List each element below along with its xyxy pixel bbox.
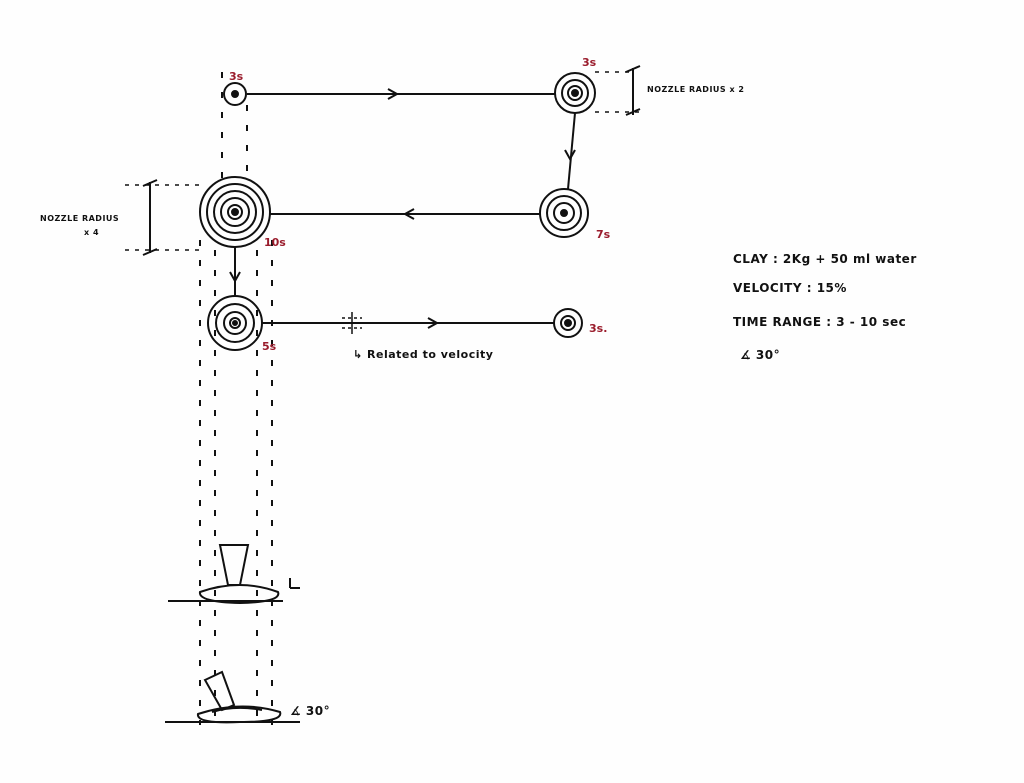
guide-lines (199, 72, 273, 725)
note-velocity: VELOCITY : 15% (733, 281, 847, 295)
path-segments (229, 88, 576, 329)
nozzle-radius-x4-multiplier: x 4 (84, 228, 100, 237)
note-angle: ∡ 30° (740, 348, 781, 362)
time-label-top-left: 3s (229, 70, 244, 83)
spiral-right-middle (539, 188, 589, 238)
note-time-range: TIME RANGE : 3 - 10 sec (733, 315, 907, 329)
velocity-marker (342, 312, 362, 334)
velocity-note: ↳ Related to velocity (353, 348, 494, 361)
spiral-top-left (223, 82, 247, 106)
time-label-mid-left: 5s (262, 340, 277, 353)
note-clay: CLAY : 2Kg + 50 ml water (733, 252, 917, 266)
nozzle-angled (165, 670, 300, 724)
angle-label: ∡ 30° (290, 704, 331, 718)
spiral-big-left (199, 176, 271, 248)
spiral-mid-left (207, 295, 263, 351)
nozzle-vertical (168, 544, 300, 605)
time-label-top-right: 3s (582, 56, 597, 69)
nozzle-radius-x2-label: NOZZLE RADIUS x 2 (647, 85, 745, 94)
spiral-right-bottom (553, 308, 583, 338)
time-label-right-middle: 7s (596, 228, 611, 241)
nozzle-radius-x4-label: NOZZLE RADIUS (40, 214, 120, 223)
time-label-big-left: 10s (264, 236, 286, 249)
spiral-top-right (554, 72, 596, 114)
time-label-right-bottom: 3s. (589, 322, 608, 335)
